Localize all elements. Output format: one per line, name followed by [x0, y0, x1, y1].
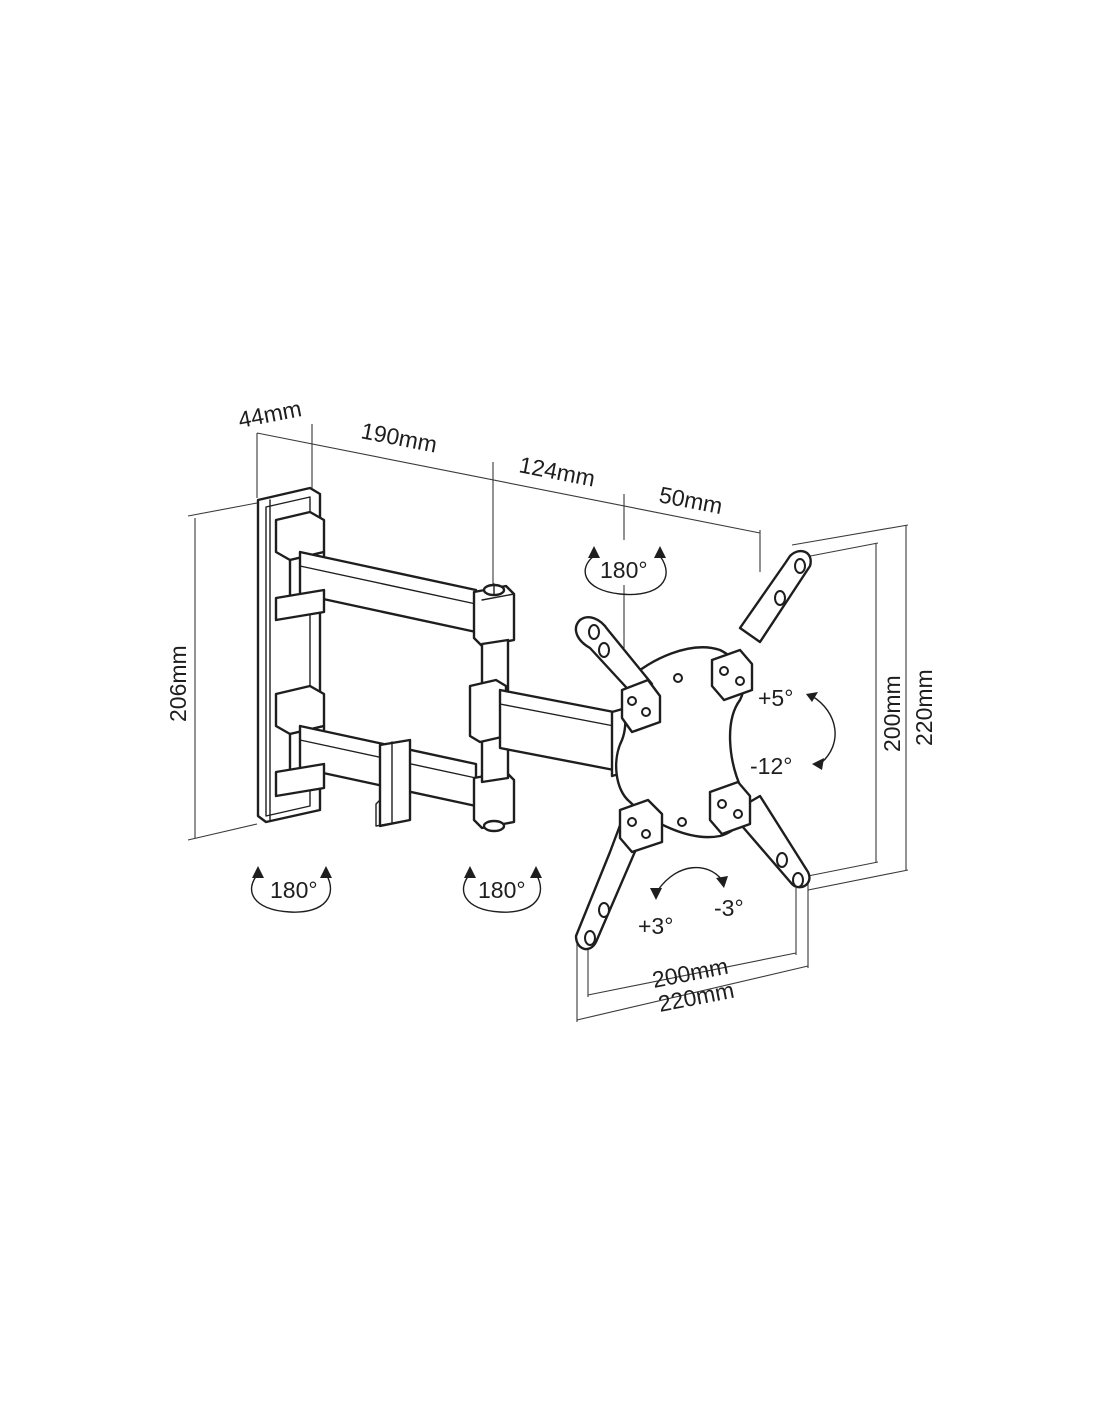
dimension-labels: 44mm 190mm 124mm 50mm 206mm 200mm 220mm … — [165, 395, 937, 1017]
label-level-minus: -3° — [714, 895, 744, 921]
label-arm-2: 124mm — [517, 451, 597, 491]
dimension-lines — [187, 424, 909, 1022]
wall-swivel-indicator — [250, 866, 332, 913]
vesa-bracket — [574, 549, 812, 951]
label-elbow-swivel: 180° — [478, 877, 526, 903]
lower-arm-segment — [274, 684, 516, 833]
label-tilt-up: +5° — [758, 685, 793, 711]
label-head-swivel: 180° — [600, 557, 648, 583]
level-indicator — [650, 866, 728, 900]
label-head-offset: 50mm — [657, 481, 725, 519]
label-wall-plate-depth: 44mm — [236, 395, 304, 433]
tilt-indicator — [806, 692, 836, 770]
label-wall-plate-height: 206mm — [165, 645, 191, 722]
label-arm-1: 190mm — [359, 417, 439, 457]
rotation-labels: 180° 180° 180° +5° -12° +3° -3° — [270, 557, 793, 939]
head-swivel-indicator — [584, 546, 667, 596]
label-level-plus: +3° — [638, 913, 673, 939]
label-wall-swivel: 180° — [270, 877, 318, 903]
head-arm — [498, 688, 628, 778]
upper-arm-segment — [274, 510, 516, 648]
label-vesa-outer-vertical: 220mm — [911, 669, 937, 746]
label-vesa-inner-vertical: 200mm — [879, 675, 905, 752]
label-tilt-down: -12° — [750, 753, 792, 779]
elbow-swivel-indicator — [462, 866, 542, 913]
